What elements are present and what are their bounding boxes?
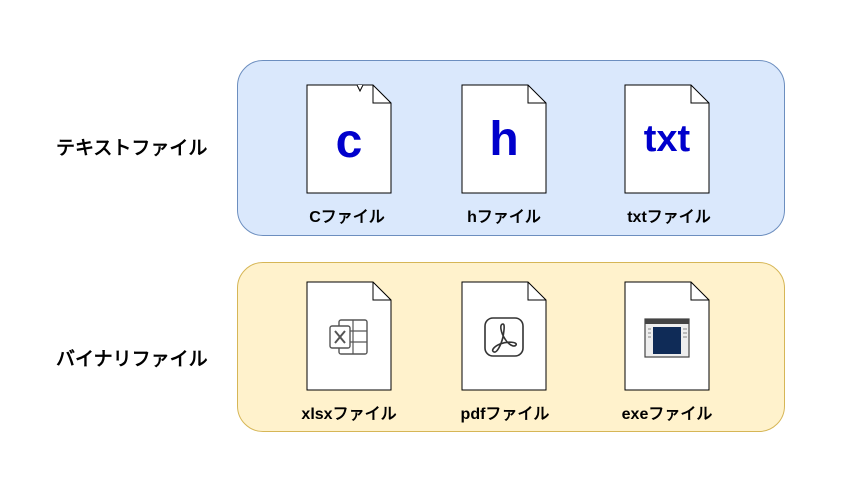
xlsx-file (306, 281, 392, 391)
c-file-label: Cファイル (309, 209, 385, 226)
txt-file-label: txtファイル (627, 209, 711, 226)
c-file: c (306, 84, 392, 194)
h-file-label: hファイル (467, 209, 541, 226)
exe-window-icon (644, 318, 690, 358)
pdf-icon (484, 317, 524, 357)
document-icon (306, 84, 392, 194)
h-glyph: h (489, 113, 519, 166)
exe-file (624, 281, 710, 391)
xlsx-file-label: xlsxファイル (301, 406, 397, 423)
pdf-file-label: pdfファイル (460, 406, 550, 423)
txt-glyph: txt (643, 118, 691, 160)
binary-files-label: バイナリファイル (56, 349, 208, 370)
text-files-label: テキストファイル (56, 138, 208, 159)
exe-file-label: exeファイル (621, 406, 713, 423)
txt-file: txt (624, 84, 710, 194)
excel-icon (329, 319, 368, 355)
pdf-file (461, 281, 547, 391)
document-icon (461, 84, 547, 194)
document-icon (624, 84, 710, 194)
c-glyph: c (335, 115, 363, 168)
h-file: h (461, 84, 547, 194)
